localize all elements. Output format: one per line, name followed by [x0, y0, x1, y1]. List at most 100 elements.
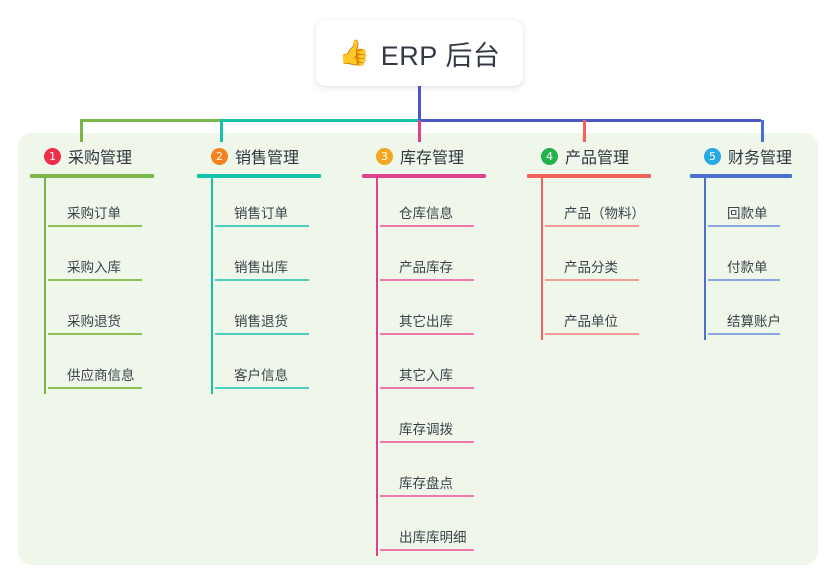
column-spine-2 — [211, 178, 213, 394]
root-node-content: 👍 ERP 后台 — [339, 34, 501, 73]
list-item[interactable]: 采购退货 — [48, 286, 180, 340]
column-header-4[interactable]: 4 产品管理 — [527, 143, 677, 169]
list-item-underline — [380, 549, 474, 551]
list-item[interactable]: 付款单 — [708, 232, 818, 286]
list-item-label: 仓库信息 — [399, 206, 453, 221]
connector-stub-3 — [418, 120, 421, 142]
column-spine-1 — [44, 178, 46, 394]
list-item[interactable]: 产品库存 — [380, 232, 512, 286]
list-item-underline — [380, 333, 474, 335]
root-node-title: ERP 后台 — [380, 40, 501, 71]
column-1: 1 采购管理采购订单采购入库采购退货供应商信息 — [30, 143, 180, 394]
column-title-5: 财务管理 — [728, 150, 793, 167]
list-item-label: 其它入库 — [399, 368, 453, 383]
list-item-underline — [380, 279, 474, 281]
list-item[interactable]: 其它入库 — [380, 340, 512, 394]
column-header-5[interactable]: 5 财务管理 — [690, 143, 818, 169]
thumbs-up-icon: 👍 — [338, 38, 370, 67]
column-spine-5 — [704, 178, 706, 340]
list-item-underline — [215, 387, 309, 389]
column-header-2[interactable]: 2 销售管理 — [197, 143, 347, 169]
column-header-rule-1 — [30, 174, 154, 178]
list-item-label: 供应商信息 — [67, 368, 135, 383]
list-item-underline — [215, 279, 309, 281]
list-item-underline — [545, 279, 639, 281]
list-item[interactable]: 产品分类 — [545, 232, 677, 286]
list-item[interactable]: 客户信息 — [215, 340, 347, 394]
list-item-underline — [48, 279, 142, 281]
column-3: 3 库存管理仓库信息产品库存其它出库其它入库库存调拨库存盘点出库库明细 — [362, 143, 512, 556]
column-header-3[interactable]: 3 库存管理 — [362, 143, 512, 169]
list-item-underline — [380, 225, 474, 227]
connector-stub-1 — [80, 120, 83, 142]
list-item-label: 产品库存 — [399, 260, 453, 275]
list-item-underline — [48, 333, 142, 335]
root-node-card[interactable]: 👍 ERP 后台 — [316, 20, 523, 86]
list-item-label: 出库库明细 — [399, 530, 467, 545]
list-item-underline — [545, 333, 639, 335]
column-title-4: 产品管理 — [565, 150, 630, 167]
list-item-label: 销售出库 — [234, 260, 288, 275]
list-item[interactable]: 销售退货 — [215, 286, 347, 340]
connector-bus-segment — [220, 119, 418, 122]
list-item[interactable]: 结算账户 — [708, 286, 818, 340]
list-item-label: 回款单 — [727, 206, 768, 221]
root-connector-line — [418, 86, 421, 122]
connector-bus-segment — [80, 119, 220, 122]
diagram-background-panel — [18, 133, 818, 565]
list-item-label: 销售退货 — [234, 314, 288, 329]
column-items-5: 回款单付款单结算账户 — [690, 178, 818, 340]
list-item-underline — [48, 387, 142, 389]
column-header-rule-4 — [527, 174, 651, 178]
column-header-rule-2 — [197, 174, 321, 178]
connector-stub-5 — [761, 120, 764, 142]
list-item[interactable]: 出库库明细 — [380, 502, 512, 556]
list-item[interactable]: 销售订单 — [215, 178, 347, 232]
list-item-underline — [48, 225, 142, 227]
list-item[interactable]: 销售出库 — [215, 232, 347, 286]
column-2: 2 销售管理销售订单销售出库销售退货客户信息 — [197, 143, 347, 394]
list-item[interactable]: 库存盘点 — [380, 448, 512, 502]
column-header-1[interactable]: 1 采购管理 — [30, 143, 180, 169]
column-badge-4: 4 — [541, 147, 558, 165]
column-badge-5: 5 — [704, 147, 721, 165]
list-item-underline — [380, 387, 474, 389]
column-title-1: 采购管理 — [68, 150, 133, 167]
column-5: 5 财务管理回款单付款单结算账户 — [690, 143, 818, 340]
column-4: 4 产品管理产品（物料） 产品分类产品单位 — [527, 143, 677, 340]
column-header-rule-3 — [362, 174, 486, 178]
column-title-2: 销售管理 — [235, 150, 300, 167]
list-item-underline — [708, 279, 780, 281]
list-item-label: 采购入库 — [67, 260, 121, 275]
column-title-3: 库存管理 — [400, 150, 465, 167]
list-item-underline — [380, 441, 474, 443]
list-item-underline — [380, 495, 474, 497]
column-badge-1: 1 — [44, 147, 61, 165]
list-item-label: 产品分类 — [564, 260, 618, 275]
list-item-underline — [215, 225, 309, 227]
list-item-label: 结算账户 — [727, 314, 781, 329]
list-item-label: 产品单位 — [564, 314, 618, 329]
list-item-label: 销售订单 — [234, 206, 288, 221]
list-item[interactable]: 产品单位 — [545, 286, 677, 340]
list-item-underline — [215, 333, 309, 335]
list-item[interactable]: 产品（物料） — [545, 178, 677, 232]
list-item[interactable]: 供应商信息 — [48, 340, 180, 394]
list-item-label: 客户信息 — [234, 368, 288, 383]
column-items-4: 产品（物料） 产品分类产品单位 — [527, 178, 677, 340]
list-item-label: 库存盘点 — [399, 476, 453, 491]
list-item[interactable]: 采购订单 — [48, 178, 180, 232]
list-item[interactable]: 其它出库 — [380, 286, 512, 340]
list-item[interactable]: 采购入库 — [48, 232, 180, 286]
connector-stub-4 — [583, 120, 586, 142]
list-item[interactable]: 库存调拨 — [380, 394, 512, 448]
column-items-3: 仓库信息产品库存其它出库其它入库库存调拨库存盘点出库库明细 — [362, 178, 512, 556]
list-item-label: 采购退货 — [67, 314, 121, 329]
column-badge-2: 2 — [211, 147, 228, 165]
column-spine-3 — [376, 178, 378, 556]
list-item[interactable]: 仓库信息 — [380, 178, 512, 232]
column-badge-3: 3 — [376, 147, 393, 165]
list-item-underline — [708, 333, 780, 335]
column-items-2: 销售订单销售出库销售退货客户信息 — [197, 178, 347, 394]
list-item[interactable]: 回款单 — [708, 178, 818, 232]
